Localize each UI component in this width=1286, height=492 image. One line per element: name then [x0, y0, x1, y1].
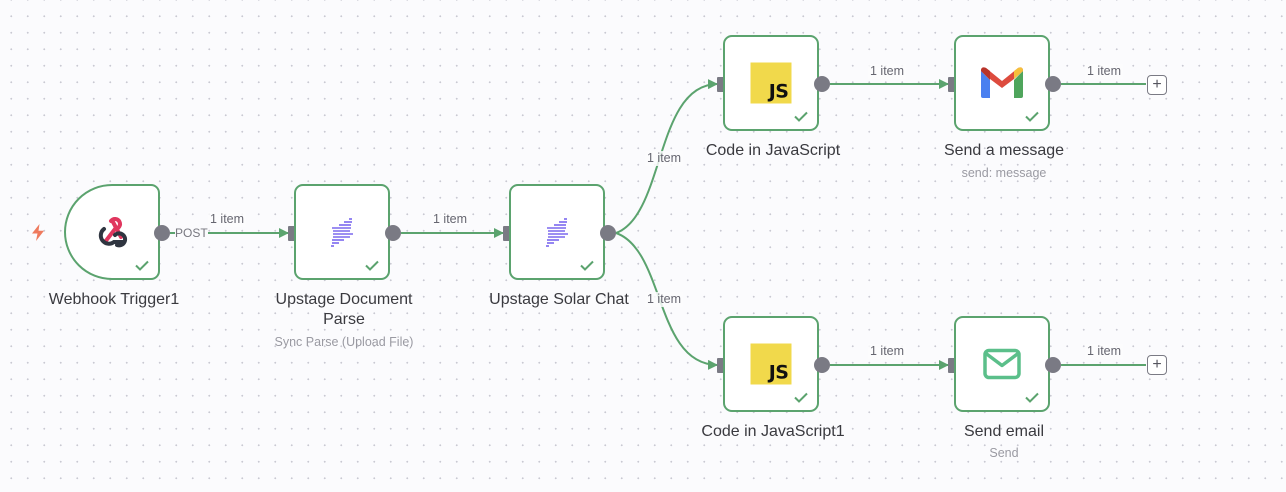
gmail-icon	[981, 67, 1023, 98]
webhook-icon	[98, 217, 128, 248]
connection-label: 1 item	[645, 151, 684, 166]
input-handle[interactable]	[948, 77, 955, 92]
upstage-icon	[331, 218, 353, 247]
output-handle[interactable]	[814, 357, 830, 373]
input-handle[interactable]	[717, 77, 724, 92]
node-upstage-solar-chat[interactable]	[509, 184, 605, 280]
node-subtitle: send: message	[961, 166, 1047, 180]
node-label: Webhook Trigger1	[48, 291, 180, 308]
email-icon	[983, 348, 1021, 380]
output-label-post: POST	[175, 226, 208, 240]
node-upstage-document-parse[interactable]	[294, 184, 390, 280]
add-node-button[interactable]: +	[1147, 355, 1167, 375]
connection-label: 1 item	[868, 344, 907, 359]
node-code-in-javascript[interactable]: JS	[723, 35, 819, 131]
output-handle[interactable]	[385, 225, 401, 241]
success-check-icon	[580, 260, 594, 271]
output-handle[interactable]	[814, 76, 830, 92]
connection-label: 1 item	[431, 212, 470, 227]
trigger-bolt-icon	[32, 224, 44, 241]
node-label: Send email	[963, 423, 1045, 440]
node-send-email[interactable]	[954, 316, 1050, 412]
node-label: Upstage Solar Chat	[489, 291, 629, 308]
input-handle[interactable]	[503, 226, 510, 241]
success-check-icon	[1025, 111, 1039, 122]
success-check-icon	[794, 111, 808, 122]
javascript-icon: JS	[750, 343, 792, 385]
input-handle[interactable]	[288, 226, 295, 241]
output-handle[interactable]	[600, 225, 616, 241]
input-handle[interactable]	[948, 358, 955, 373]
success-check-icon	[1025, 392, 1039, 403]
output-handle[interactable]	[1045, 357, 1061, 373]
connection-label: 1 item	[868, 64, 907, 79]
node-send-a-message[interactable]	[954, 35, 1050, 131]
node-label: Send a message	[943, 142, 1065, 159]
connection-label: 1 item	[208, 212, 247, 227]
success-check-icon	[794, 392, 808, 403]
upstage-icon	[546, 218, 568, 247]
node-label-line: Parse	[323, 311, 365, 328]
add-node-button[interactable]: +	[1147, 75, 1167, 95]
node-label: Code in JavaScript1	[701, 423, 845, 440]
node-code-in-javascript1[interactable]: JS	[723, 316, 819, 412]
connection-label: 1 item	[1085, 64, 1124, 79]
node-label: Code in JavaScript	[705, 142, 841, 159]
output-handle[interactable]	[1045, 76, 1061, 92]
node-label: Upstage Document Parse	[244, 290, 444, 330]
connection-label: 1 item	[1085, 344, 1124, 359]
node-label-line: Upstage Document	[275, 291, 413, 308]
node-subtitle: Send	[989, 446, 1019, 460]
output-handle[interactable]	[154, 225, 170, 241]
javascript-icon: JS	[750, 62, 792, 104]
input-handle[interactable]	[717, 358, 724, 373]
connection-label: 1 item	[645, 292, 684, 307]
node-webhook-trigger[interactable]	[64, 184, 160, 280]
success-check-icon	[135, 260, 149, 271]
node-subtitle: Sync Parse (Upload File)	[274, 335, 414, 349]
success-check-icon	[365, 260, 379, 271]
